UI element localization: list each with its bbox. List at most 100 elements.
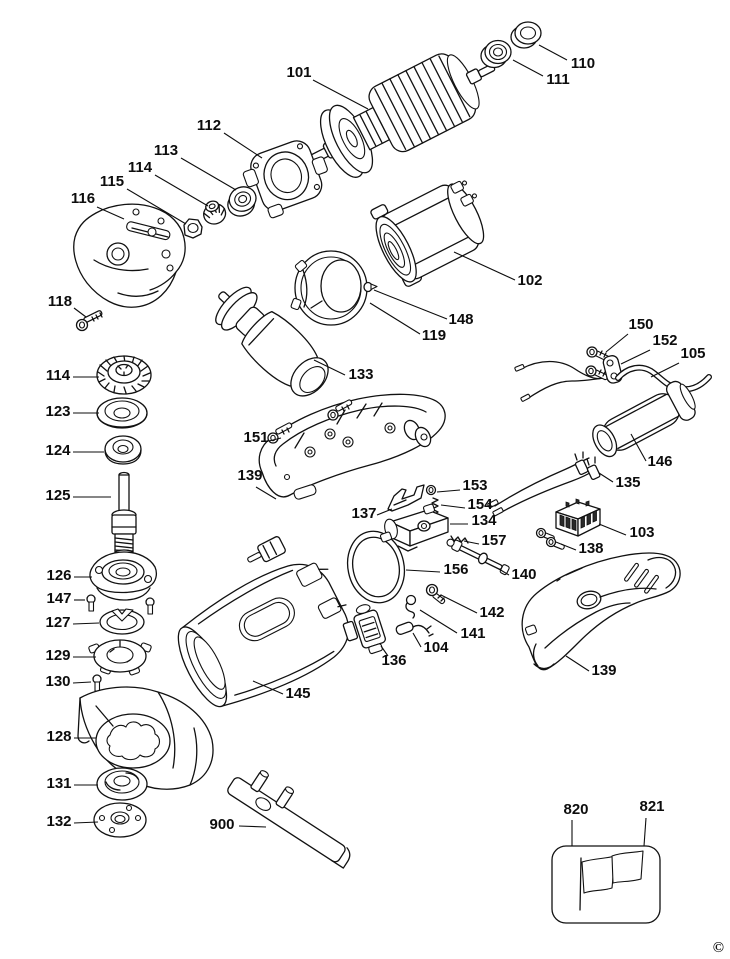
part-137-lever (388, 485, 424, 511)
leader-line-148 (374, 290, 447, 319)
wire-harness-upper (515, 362, 613, 402)
part-153-screw (427, 486, 436, 495)
part-callout-101: 101 (286, 64, 311, 81)
part-callout-141: 141 (460, 625, 485, 642)
part-callout-147: 147 (46, 590, 71, 607)
leader-line-156 (406, 570, 440, 572)
part-callout-110: 110 (571, 55, 595, 72)
part-callout-112: 112 (197, 117, 221, 134)
part-125-spindle (112, 473, 136, 557)
part-callout-114: 114 (128, 159, 153, 176)
leader-line-127 (73, 623, 99, 624)
leader-line-150 (606, 334, 628, 352)
part-138-screws (537, 529, 565, 550)
part-callout-151: 151 (243, 429, 268, 446)
part-141-clip (406, 596, 416, 619)
leader-line-139 (256, 487, 276, 499)
part-callout-145: 145 (285, 685, 310, 702)
part-116-gear-case (74, 204, 185, 307)
part-154-spring (432, 498, 438, 514)
part-103-terminal-block (556, 499, 600, 536)
part-126-bearing-housing (90, 552, 156, 600)
part-callout-113: 113 (154, 142, 178, 159)
part-callout-126: 126 (46, 567, 71, 584)
part-callout-114: 114 (46, 367, 71, 384)
part-callout-131: 131 (46, 775, 71, 792)
part-callout-125: 125 (45, 487, 70, 504)
part-callout-900: 900 (209, 816, 234, 833)
part-callout-154: 154 (467, 496, 493, 513)
leader-line-111 (513, 60, 543, 76)
part-callout-128: 128 (46, 728, 71, 745)
part-132-clamp-nut (94, 803, 146, 837)
part-callout-119: 119 (422, 327, 446, 344)
leader-line-110 (539, 45, 567, 60)
part-callout-820: 820 (563, 801, 588, 818)
leader-line-113 (181, 158, 236, 190)
leader-line-142 (441, 595, 477, 613)
part-callout-103: 103 (629, 524, 654, 541)
part-105-cord (618, 368, 709, 390)
part-callout-133: 133 (348, 366, 373, 383)
part-115-nut (184, 219, 202, 238)
leader-line-105 (651, 363, 679, 377)
part-119-baffle (291, 251, 367, 325)
part-callout-123: 123 (45, 403, 70, 420)
leader-line-132 (74, 822, 98, 823)
leader-line-116 (97, 207, 124, 219)
leader-line-104 (413, 633, 421, 647)
flag-icon (580, 851, 643, 910)
part-130-screw (93, 675, 101, 691)
part-callout-105: 105 (680, 345, 705, 362)
part-135-terminals (575, 452, 601, 480)
leader-line-130 (73, 682, 91, 683)
part-callout-115: 115 (100, 173, 124, 190)
part-callout-150: 150 (628, 316, 653, 333)
leader-line-154 (441, 505, 465, 508)
part-140-rod (445, 536, 510, 575)
part-900-spanner-wrench (226, 760, 364, 869)
part-111-bearing (481, 41, 511, 68)
leader-line-112 (224, 133, 262, 158)
leader-line-157 (464, 541, 479, 544)
leader-line-139 (566, 656, 589, 671)
part-callout-157: 157 (481, 532, 506, 549)
leader-line-138 (561, 544, 576, 550)
part-callout-152: 152 (652, 332, 677, 349)
part-callout-104: 104 (423, 639, 449, 656)
part-112-flange (238, 134, 336, 223)
part-123-washer (97, 398, 147, 428)
leader-line-153 (437, 490, 460, 492)
part-callout-156: 156 (443, 561, 468, 578)
leader-line-102 (454, 252, 515, 280)
part-callout-135: 135 (615, 474, 640, 491)
part-104-connector (395, 621, 433, 636)
part-callout-116: 116 (71, 190, 95, 207)
leader-line-151 (269, 438, 281, 441)
part-101-armature (288, 33, 510, 195)
part-callout-132: 132 (46, 813, 71, 830)
part-127-retaining-ring (100, 609, 144, 634)
part-callout-124: 124 (45, 442, 71, 459)
leader-line-137 (377, 509, 392, 515)
leader-line-136 (381, 646, 388, 656)
part-146-cord-protector (586, 377, 701, 464)
leader-line-118 (74, 308, 86, 317)
part-callout-139: 139 (237, 467, 262, 484)
part-callout-102: 102 (517, 272, 542, 289)
part-110-ring (511, 22, 541, 48)
part-139-housing-right (522, 553, 680, 670)
leader-line-140 (499, 569, 509, 575)
label-plate (552, 846, 660, 923)
part-callout-140: 140 (511, 566, 536, 583)
leader-line-114 (155, 175, 208, 206)
part-callout-148: 148 (448, 311, 473, 328)
part-callout-142: 142 (479, 604, 504, 621)
part-callout-138: 138 (578, 540, 603, 557)
part-151-screws (268, 399, 352, 443)
part-128-guard (78, 687, 213, 789)
callout-layer: 1011101111121131141151161021181481191331… (45, 45, 706, 846)
leader-line-146 (631, 434, 646, 461)
